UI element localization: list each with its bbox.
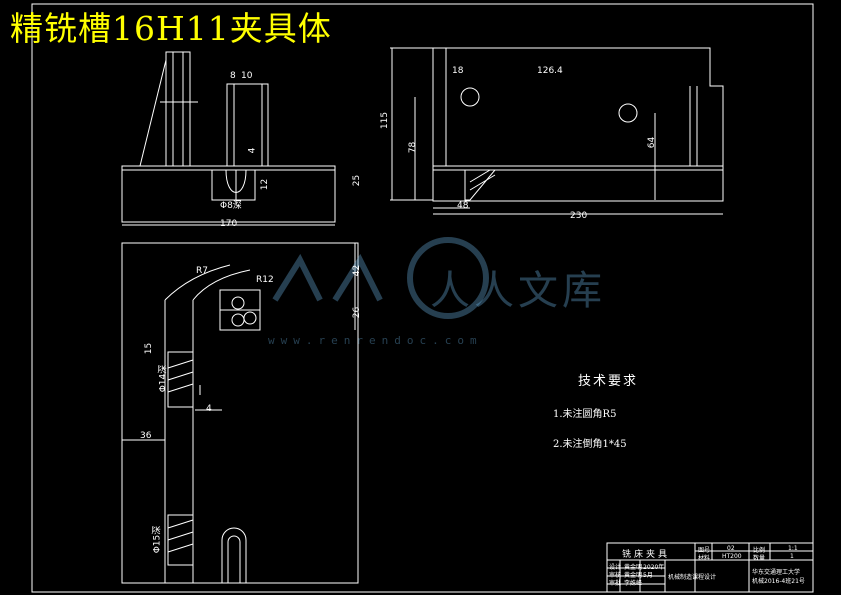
title-block-cell: 02 <box>727 545 735 552</box>
dim-label: Φ15深 <box>152 525 163 554</box>
title-block-cell: 审核 <box>609 572 622 579</box>
title-block-cell: 图号 <box>698 547 711 554</box>
title-block-cell: 黄金明 <box>624 564 643 571</box>
dim-label: 10 <box>241 71 253 81</box>
title-block-cell: 1:1 <box>788 545 798 552</box>
dim-label: R7 <box>196 266 208 276</box>
dim-label: R12 <box>256 275 274 285</box>
watermark-brand: 人人文库 <box>430 268 606 314</box>
requirement-item: 2.未注倒角1*45 <box>553 439 627 450</box>
dim-label: 4 <box>247 147 258 154</box>
title-block-cell: HT200 <box>722 553 742 560</box>
dim-label: 18 <box>452 66 464 76</box>
dim-label: 8 <box>230 71 236 81</box>
title-block-cell: 设计 <box>609 564 622 571</box>
dim-label: 126.4 <box>537 66 563 76</box>
dim-label: 64 <box>647 136 658 149</box>
dim-label: 4 <box>206 404 212 414</box>
title-block-name: 铣床夹具 <box>622 550 671 560</box>
side-view <box>390 47 724 215</box>
dim-label: 230 <box>570 211 588 221</box>
dim-label: Φ8深 <box>220 201 242 211</box>
title-block-class: 机械2016-4班21号 <box>752 578 805 585</box>
dim-label: 25 <box>352 174 363 187</box>
dim-label: 12 <box>260 178 271 191</box>
dim-label: 115 <box>380 111 391 130</box>
dim-label: 48 <box>457 201 469 211</box>
title-block-cell: 材料 <box>698 555 711 562</box>
title-block-cell: 数量 <box>753 555 766 562</box>
watermark-url: www.renrendoc.com <box>268 334 483 347</box>
front-view <box>121 51 336 226</box>
dim-label: 170 <box>220 219 238 229</box>
dim-label: Φ14深 <box>158 364 169 393</box>
title-block-cell: 黄金明 <box>624 572 643 579</box>
dim-label: 42 <box>352 264 363 277</box>
title-block-lines <box>606 542 814 593</box>
drawing-title: 精铣槽16H11夹具体 <box>10 9 332 48</box>
title-block-school: 华东交通理工大学 <box>752 569 801 576</box>
sheet-border <box>31 3 814 593</box>
watermark-logo <box>272 237 489 319</box>
title-block-project: 机械制造课程设计 <box>668 574 717 581</box>
title-block-cell: 李姝峰 <box>624 580 643 587</box>
plan-view <box>121 242 359 584</box>
technical-requirements-heading: 技术要求 <box>578 374 639 389</box>
dim-label: 15 <box>144 342 155 355</box>
title-block-cell: 2020年 <box>643 564 665 571</box>
title-block-cell: 比例 <box>753 547 766 554</box>
dim-label: 78 <box>408 141 419 154</box>
title-block-cell: 5月 <box>643 572 653 579</box>
dim-label: 26 <box>352 306 363 319</box>
requirement-item: 1.未注圆角R5 <box>553 409 617 420</box>
title-block-cell: 审批 <box>609 580 622 587</box>
dim-label: 36 <box>140 431 152 441</box>
title-block-cell: 1 <box>790 553 794 560</box>
